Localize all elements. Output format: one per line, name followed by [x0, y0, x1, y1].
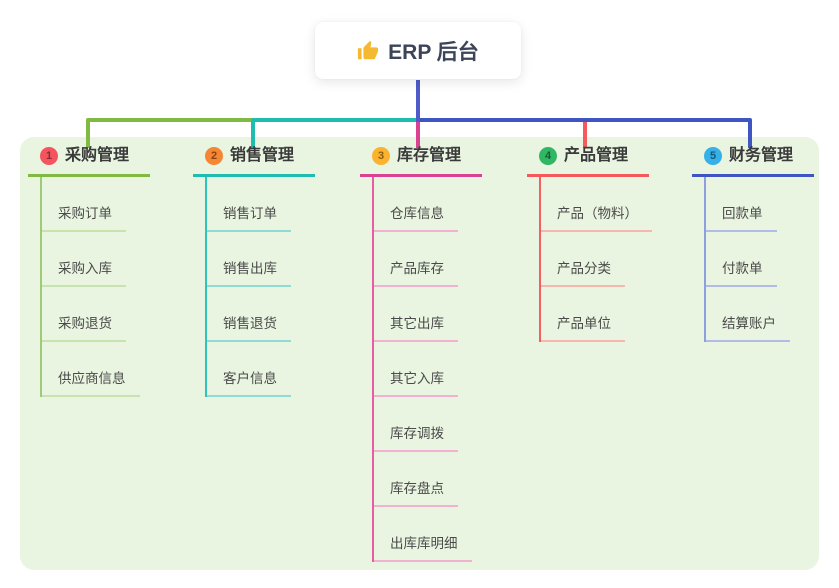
child-node[interactable]: 产品分类 [541, 260, 625, 287]
branch-label: 产品管理 [564, 147, 629, 164]
branch-column-2: 2 销售管理销售订单销售出库销售退货客户信息 [193, 145, 353, 397]
branch-column-4: 4 产品管理产品（物料） 产品分类产品单位 [527, 145, 687, 342]
branch-label: 采购管理 [65, 147, 130, 164]
branch-column-3: 3 库存管理仓库信息产品库存其它出库其它入库库存调拨库存盘点出库库明细 [360, 145, 520, 562]
child-node[interactable]: 采购入库 [42, 260, 126, 287]
branch-node-1[interactable]: 1 采购管理 [28, 145, 150, 177]
child-row: 采购退货 [42, 287, 140, 342]
priority-badge-icon: 3 [372, 147, 390, 165]
branch-label: 销售管理 [230, 147, 295, 164]
child-node[interactable]: 仓库信息 [374, 205, 458, 232]
child-node[interactable]: 采购退货 [42, 315, 126, 342]
branch-node-3[interactable]: 3 库存管理 [360, 145, 482, 177]
branches-panel [20, 137, 819, 570]
child-node[interactable]: 产品库存 [374, 260, 458, 287]
branch-children: 产品（物料） 产品分类产品单位 [539, 177, 652, 342]
child-node[interactable]: 出库库明细 [374, 535, 472, 562]
child-row: 销售退货 [207, 287, 291, 342]
child-row: 其它出库 [374, 287, 472, 342]
child-node[interactable]: 产品（物料） [541, 205, 652, 232]
priority-badge-icon: 2 [205, 147, 223, 165]
branch-node-5[interactable]: 5 财务管理 [692, 145, 814, 177]
branch-label: 库存管理 [397, 147, 462, 164]
child-row: 产品分类 [541, 232, 652, 287]
branch-children: 回款单付款单结算账户 [704, 177, 790, 342]
root-node[interactable]: ERP 后台 [315, 22, 521, 79]
child-row: 库存调拨 [374, 397, 472, 452]
child-row: 仓库信息 [374, 177, 472, 232]
child-row: 回款单 [706, 177, 790, 232]
child-node[interactable]: 付款单 [706, 260, 777, 287]
child-row: 客户信息 [207, 342, 291, 397]
child-row: 结算账户 [706, 287, 790, 342]
child-node[interactable]: 库存调拨 [374, 425, 458, 452]
child-row: 采购订单 [42, 177, 140, 232]
child-node[interactable]: 采购订单 [42, 205, 126, 232]
child-node[interactable]: 其它出库 [374, 315, 458, 342]
branch-node-4[interactable]: 4 产品管理 [527, 145, 649, 177]
branch-node-2[interactable]: 2 销售管理 [193, 145, 315, 177]
child-row: 产品（物料） [541, 177, 652, 232]
child-node[interactable]: 销售出库 [207, 260, 291, 287]
child-node[interactable]: 销售订单 [207, 205, 291, 232]
child-row: 付款单 [706, 232, 790, 287]
child-row: 产品单位 [541, 287, 652, 342]
branch-children: 销售订单销售出库销售退货客户信息 [205, 177, 291, 397]
child-row: 供应商信息 [42, 342, 140, 397]
child-node[interactable]: 客户信息 [207, 370, 291, 397]
child-row: 出库库明细 [374, 507, 472, 562]
child-row: 采购入库 [42, 232, 140, 287]
child-node[interactable]: 产品单位 [541, 315, 625, 342]
child-node[interactable]: 销售退货 [207, 315, 291, 342]
priority-badge-icon: 4 [539, 147, 557, 165]
child-node[interactable]: 结算账户 [706, 315, 790, 342]
branch-column-5: 5 财务管理回款单付款单结算账户 [692, 145, 839, 342]
priority-badge-icon: 5 [704, 147, 722, 165]
thumbs-up-icon [357, 40, 379, 62]
branch-label: 财务管理 [729, 147, 794, 164]
child-row: 销售出库 [207, 232, 291, 287]
child-node[interactable]: 其它入库 [374, 370, 458, 397]
child-node[interactable]: 库存盘点 [374, 480, 458, 507]
child-row: 库存盘点 [374, 452, 472, 507]
priority-badge-icon: 1 [40, 147, 58, 165]
child-row: 其它入库 [374, 342, 472, 397]
branch-children: 仓库信息产品库存其它出库其它入库库存调拨库存盘点出库库明细 [372, 177, 472, 562]
branch-column-1: 1 采购管理采购订单采购入库采购退货供应商信息 [28, 145, 188, 397]
root-title: ERP 后台 [388, 40, 479, 64]
child-row: 产品库存 [374, 232, 472, 287]
child-node[interactable]: 回款单 [706, 205, 777, 232]
child-row: 销售订单 [207, 177, 291, 232]
child-node[interactable]: 供应商信息 [42, 370, 140, 397]
branch-children: 采购订单采购入库采购退货供应商信息 [40, 177, 140, 397]
